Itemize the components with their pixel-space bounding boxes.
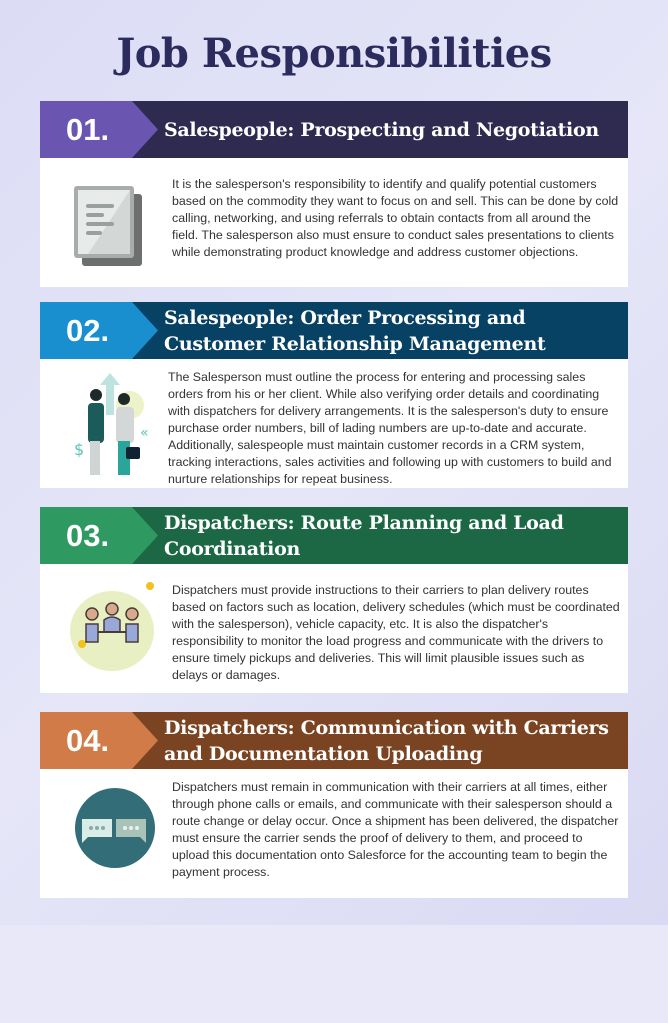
section-text: It is the salesperson's responsibility t… <box>172 177 619 259</box>
section-title: Salespeople: Order Processing and Custom… <box>164 306 546 355</box>
section-header: 01. Salespeople: Prospecting and Negotia… <box>40 101 628 158</box>
section-number: 03. <box>40 507 158 564</box>
document-icon <box>74 186 142 266</box>
section-1: 01. Salespeople: Prospecting and Negotia… <box>40 101 628 287</box>
section-body: Dispatchers must provide instructions to… <box>40 564 628 693</box>
page-title: Job Responsibilities <box>116 30 552 77</box>
handshake-icon: $« <box>74 373 149 475</box>
section-header: 03. Dispatchers: Route Planning and Load… <box>40 507 628 564</box>
section-number: 04. <box>40 712 158 769</box>
section-body: Dispatchers must remain in communication… <box>40 769 628 898</box>
section-title: Salespeople: Prospecting and Negotiation <box>164 118 599 141</box>
section-title: Dispatchers: Route Planning and Load Coo… <box>164 511 564 560</box>
section-3: 03. Dispatchers: Route Planning and Load… <box>40 507 628 693</box>
section-body: $« The Salesperson must outline the proc… <box>40 359 628 488</box>
svg-text:$: $ <box>74 440 84 459</box>
svg-text:«: « <box>140 425 149 441</box>
section-text: Dispatchers must provide instructions to… <box>172 583 620 682</box>
section-header: 04. Dispatchers: Communication with Carr… <box>40 712 628 769</box>
section-2: 02. Salespeople: Order Processing and Cu… <box>40 302 628 488</box>
section-header: 02. Salespeople: Order Processing and Cu… <box>40 302 628 359</box>
section-text: Dispatchers must remain in communication… <box>172 780 619 879</box>
section-number: 02. <box>40 302 158 359</box>
section-4: 04. Dispatchers: Communication with Carr… <box>40 712 628 898</box>
section-title: Dispatchers: Communication with Carriers… <box>164 716 609 765</box>
chat-icon <box>75 788 155 868</box>
section-number: 01. <box>40 101 158 158</box>
footer-band <box>0 925 668 1023</box>
section-body: It is the salesperson's responsibility t… <box>40 158 628 287</box>
meeting-icon <box>70 582 154 671</box>
section-text: The Salesperson must outline the process… <box>168 370 612 486</box>
